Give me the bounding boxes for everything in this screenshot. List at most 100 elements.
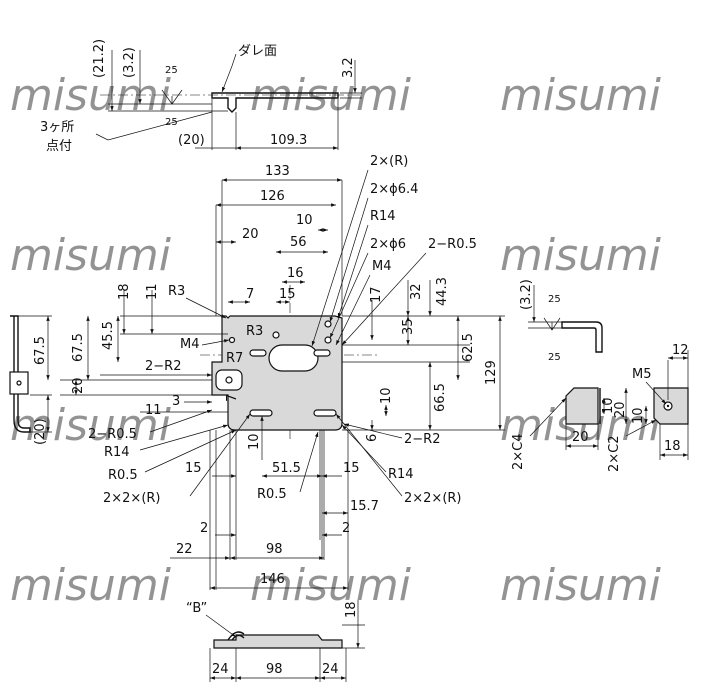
dim-45-5: 45.5: [101, 321, 116, 350]
left-side-hole: [16, 380, 22, 386]
taper-face-label: ダレ面: [238, 44, 277, 59]
dim-10-low-a: 10: [247, 433, 262, 450]
ann-phi6-leader: [329, 252, 369, 339]
weld-leader: [95, 111, 213, 141]
label-c4: 2×C4: [511, 433, 526, 470]
dim-20-top: (20): [178, 133, 205, 148]
label-m4-left: M4: [180, 337, 200, 352]
dim-18: 18: [117, 283, 132, 300]
r14-right-leader: [341, 424, 387, 473]
dim-24-left: 24: [212, 662, 229, 677]
main-view: 133 126 20 10 56 16 7 15 18 11 R3 R3 45.…: [60, 154, 505, 590]
top-plate-outline: [211, 92, 339, 113]
dim-22: 22: [176, 542, 193, 557]
dim-15-7: 15.7: [350, 499, 379, 514]
watermark: misumi: [500, 230, 662, 281]
r3-leader: [185, 297, 227, 319]
dim-3-2-side: (3.2): [519, 279, 534, 310]
slot-right-leader: [335, 413, 403, 497]
right-side-view: (3.2) 25 25: [519, 279, 603, 363]
r05b-leader: [144, 429, 237, 473]
m5-leader: [645, 381, 667, 405]
r05c-leader: [299, 431, 319, 493]
hole-phi6-4: [272, 331, 280, 339]
label-r14-right: R14: [388, 467, 414, 482]
tab-hole: [225, 376, 233, 384]
dim-18-detail: 18: [664, 439, 681, 454]
dim-44-3: 44.3: [435, 277, 450, 306]
watermark: misumi: [500, 560, 662, 611]
label-b-leader: [205, 614, 237, 638]
left-lower-slot: [249, 409, 273, 417]
dim-7-vert: 7: [225, 394, 240, 402]
r14-leader: [139, 424, 229, 451]
spot-weld-line2: 点付: [46, 139, 72, 154]
label-2-r2-right: 2−R2: [404, 432, 440, 447]
annotation-r0-5: 2−R0.5: [428, 237, 477, 252]
roughness-symbol-side: [543, 317, 561, 331]
annotation-phi6-4: 2×ϕ6.4: [370, 182, 418, 197]
watermark: misumi: [250, 560, 412, 611]
roughness-side-b: 25: [548, 352, 561, 363]
dim-2-right: 2: [342, 521, 350, 536]
main-plate-outline: [211, 315, 343, 431]
dim-17: 17: [369, 286, 384, 303]
hole-m4: [228, 336, 236, 344]
dim-98: 98: [266, 542, 283, 557]
dim-20-left-view: (20): [33, 418, 48, 445]
dim-20-left: 20: [71, 377, 86, 394]
dim-133: 133: [265, 164, 290, 179]
detail-center-dot: [666, 404, 670, 408]
top-view: (21.2) (3.2) 3.2 25 25 ダレ面 3ヶ所 点付 (20) 1…: [40, 39, 362, 154]
watermark: misumi: [10, 230, 172, 281]
dim-67-5-left: 67.5: [33, 336, 48, 365]
dim-20-b: 20: [572, 430, 589, 445]
watermark: misumi: [500, 70, 662, 121]
label-r0-5-b: R0.5: [108, 468, 138, 483]
roughness-side-a: 25: [548, 294, 561, 305]
bottom-hook: [227, 631, 245, 641]
dim-12: 12: [672, 343, 689, 358]
detail-view: 12 M5 10 20 2×C4 20 10 2×C2 18: [511, 343, 689, 472]
dim-11-top: 11: [145, 283, 160, 300]
label-r7: R7: [226, 351, 243, 366]
r2-right-leader: [343, 423, 403, 439]
dim-3-2-right: 3.2: [341, 57, 356, 78]
bottom-dimensions: 2 2 22 98 146: [170, 430, 350, 590]
r05-leader: [149, 409, 213, 433]
dim-51-5: 51.5: [272, 461, 301, 476]
watermark: misumi: [10, 560, 172, 611]
dim-20-main: 20: [242, 227, 259, 242]
label-r3-b: R3: [246, 324, 263, 339]
dim-18-bottom: 18: [344, 601, 359, 618]
label-r3-a: R3: [168, 284, 185, 299]
label-m5: M5: [632, 367, 652, 382]
dim-2-left: 2: [200, 521, 208, 536]
c2-leader: [625, 419, 657, 437]
watermark: misumi: [10, 70, 172, 121]
taper-leader: [221, 53, 237, 93]
label-slot-right: 2×2×(R): [404, 491, 462, 506]
left-view: 67.5 (20): [9, 315, 52, 445]
dim-3-2-left: (3.2): [122, 47, 137, 78]
dim-98-bottom: 98: [266, 662, 283, 677]
dim-10-top: 10: [296, 213, 313, 228]
dim-129: 129: [484, 360, 499, 385]
ann-r05-leader: [341, 252, 427, 346]
right-upper-slot: [313, 349, 331, 357]
side-hook-profile: [561, 321, 603, 353]
left-side-profile: [10, 315, 31, 433]
label-b: “B”: [186, 601, 207, 616]
dim-109-3: 109.3: [270, 133, 307, 148]
bottom-view: “B” 18 24 98 24: [186, 600, 365, 682]
dim-10-a: 10: [601, 397, 616, 414]
dim-15-top: 15: [279, 287, 296, 302]
ann-m4-leader: [335, 274, 371, 346]
ann-phi64-leader: [329, 197, 369, 323]
dim-11-left: 11: [145, 403, 162, 418]
ann-2r-leader: [311, 169, 369, 347]
label-2-r2-left: 2−R2: [145, 359, 181, 374]
dim-15-right: 15: [343, 461, 360, 476]
ann-r14-leader: [337, 224, 369, 319]
